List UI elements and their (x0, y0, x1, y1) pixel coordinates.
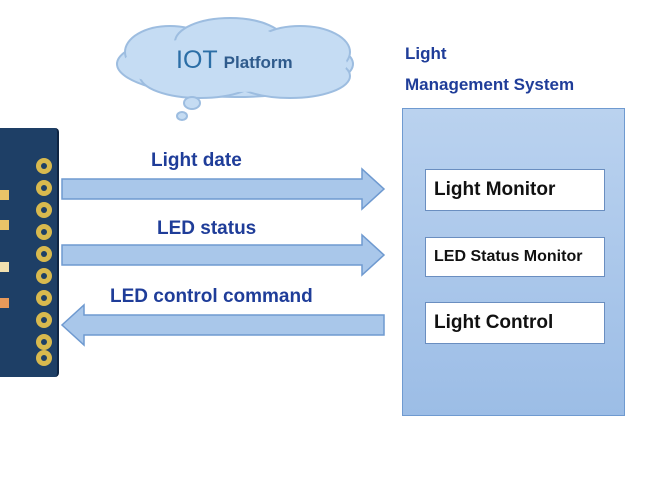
flow-label-light-data: Light date (151, 150, 242, 171)
module-light-control: Light Control (425, 302, 605, 344)
module-led-status-monitor: LED Status Monitor (425, 237, 605, 277)
cloud-title: IOT (176, 46, 218, 74)
arrow-light-data (61, 167, 386, 211)
arrow-control-command (60, 303, 385, 347)
board-pin (36, 268, 52, 284)
board-pin (36, 246, 52, 262)
cloud-label: IOT Platform (176, 46, 293, 75)
board-pin (36, 312, 52, 328)
circuit-board-image (0, 128, 59, 377)
board-pin (36, 202, 52, 218)
flow-label-led-status: LED status (157, 218, 257, 239)
board-component (0, 262, 9, 272)
board-pin (36, 350, 52, 366)
board-pin (36, 290, 52, 306)
board-pin (36, 158, 52, 174)
cloud-subtitle: Platform (223, 53, 293, 72)
board-component (0, 298, 9, 308)
board-component (0, 220, 9, 230)
light-management-system-box: Light Monitor LED Status Monitor Light C… (402, 108, 625, 416)
arrow-led-status (61, 233, 386, 277)
board-component (0, 190, 9, 200)
system-title-line2: Management System (405, 75, 575, 94)
iot-cloud-shape (116, 17, 354, 121)
board-pin (36, 334, 52, 350)
board-pin (36, 180, 52, 196)
module-light-monitor: Light Monitor (425, 169, 605, 211)
board-pin (36, 224, 52, 240)
flow-label-control-command: LED control command (110, 286, 313, 307)
system-title-line1: Light (405, 44, 447, 63)
